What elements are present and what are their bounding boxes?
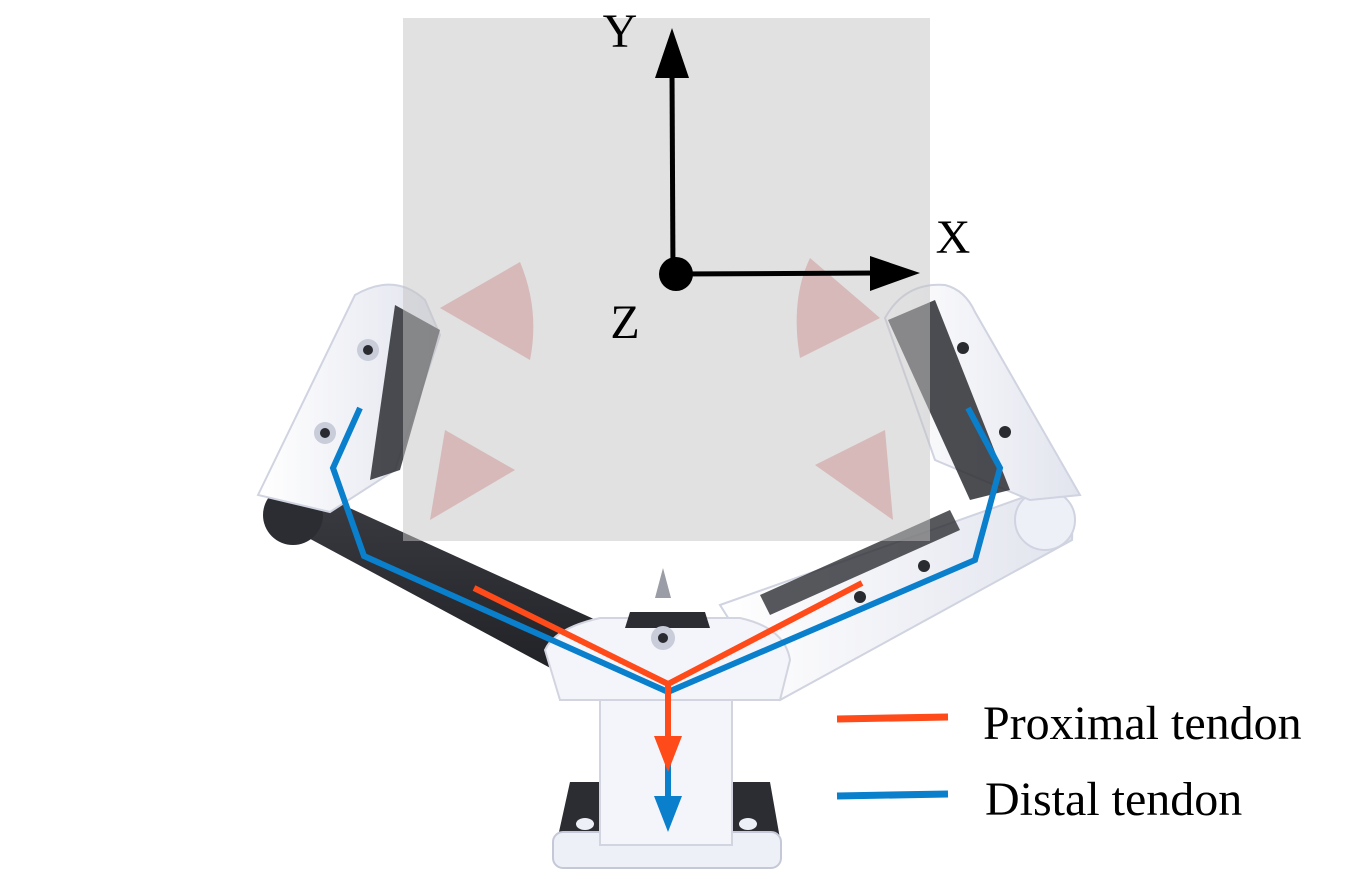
- y-axis-label: Y: [603, 5, 638, 58]
- palm-hub: [543, 568, 792, 701]
- right-screw-2: [999, 426, 1011, 438]
- legend-swatch-distal: [836, 790, 949, 800]
- x-axis-label: X: [936, 211, 971, 264]
- cone-right-proximal: [815, 430, 893, 520]
- joint-range-cones: [430, 258, 893, 520]
- legend-label-distal: Distal tendon: [985, 773, 1242, 826]
- hub-tip: [655, 568, 671, 598]
- x-axis: [675, 270, 879, 277]
- cone-right-distal: [796, 258, 880, 358]
- cone-left-distal: [440, 262, 534, 360]
- legend: Proximal tendon Distal tendon: [836, 697, 1302, 826]
- legend-swatch-proximal: [836, 713, 949, 723]
- z-axis-label: Z: [610, 296, 639, 349]
- cone-left-proximal: [430, 430, 515, 520]
- origin-dot: [659, 257, 693, 291]
- y-axis: [669, 71, 676, 276]
- x-arrowhead: [870, 256, 920, 291]
- y-arrowhead: [655, 28, 689, 78]
- right-screw-1: [957, 342, 969, 354]
- legend-label-proximal: Proximal tendon: [983, 697, 1302, 750]
- tendon-output-arrows: [654, 684, 682, 832]
- coordinate-frame: Y X Z: [603, 5, 971, 349]
